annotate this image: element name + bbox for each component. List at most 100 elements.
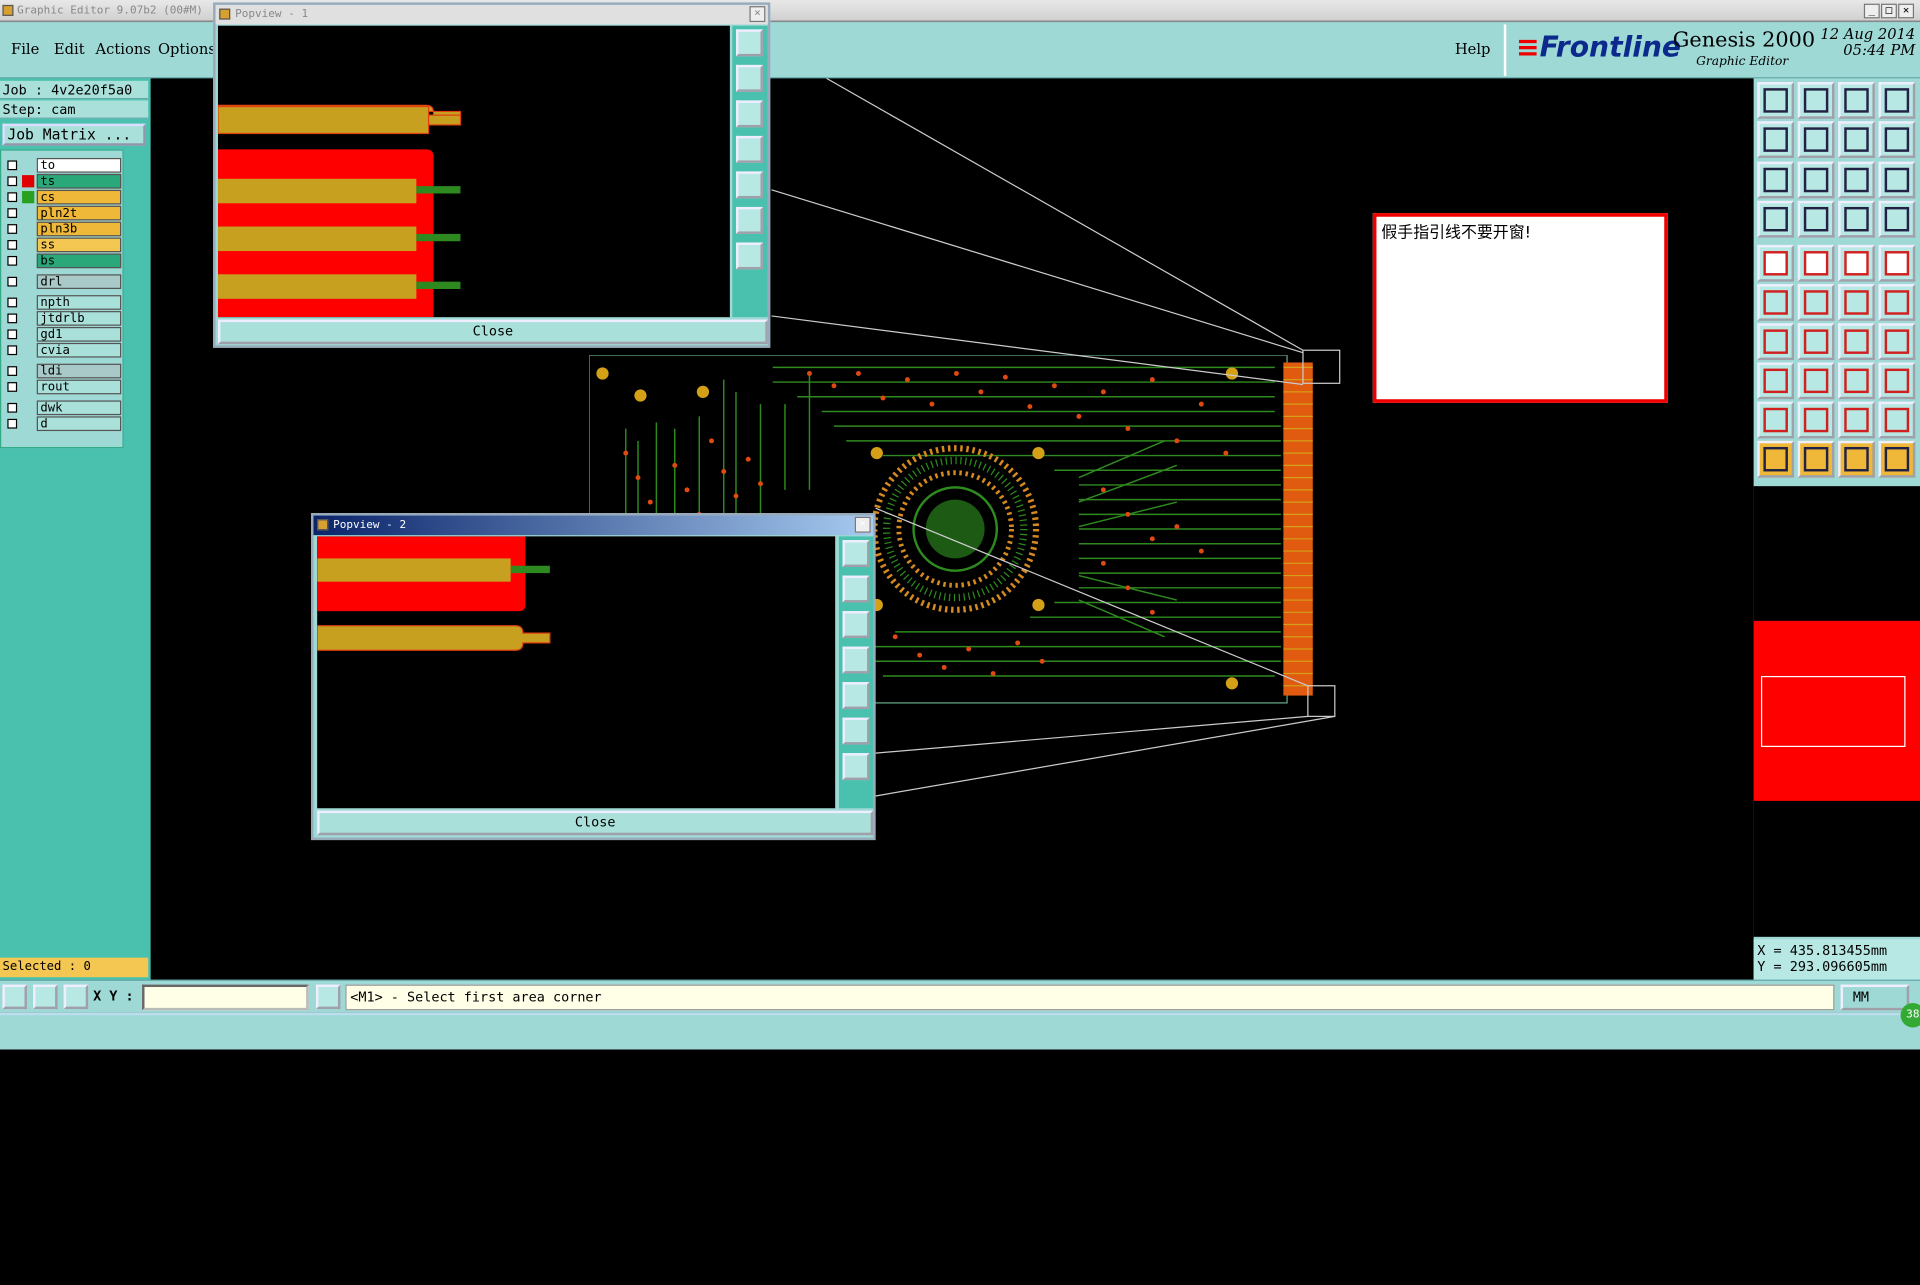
undo-icon[interactable]: [1757, 121, 1795, 158]
layer-name[interactable]: rout: [36, 379, 122, 395]
layer-row-pln3b[interactable]: pln3b: [4, 221, 122, 237]
xy-input[interactable]: [142, 984, 309, 1011]
menu-options[interactable]: Options: [157, 40, 216, 58]
zoom-in-icon[interactable]: [735, 206, 763, 234]
diagonal-icon[interactable]: [1797, 323, 1835, 361]
popview-2-view[interactable]: [317, 536, 836, 809]
layer-row-bs[interactable]: bs: [4, 253, 122, 269]
select-icon[interactable]: [1757, 440, 1795, 478]
layer-row-cs[interactable]: cs: [4, 189, 122, 205]
layer-checkbox[interactable]: [7, 192, 18, 203]
pan-down-icon[interactable]: [735, 100, 763, 128]
fill-icon[interactable]: [1878, 401, 1916, 439]
minimap-viewport[interactable]: [1760, 675, 1906, 748]
grid-toggle-icon[interactable]: [1797, 200, 1835, 238]
measure-icon[interactable]: [33, 984, 58, 1010]
menu-help[interactable]: Help: [1454, 40, 1491, 58]
layer-name[interactable]: dwk: [36, 400, 122, 416]
layer-row-dwk[interactable]: dwk: [4, 400, 122, 416]
navigator-minimap[interactable]: [1753, 486, 1920, 937]
layer-name[interactable]: jtdrlb: [36, 311, 122, 326]
layer-row-drl[interactable]: drl: [4, 274, 122, 290]
fit-icon[interactable]: [1757, 161, 1795, 199]
select-poly-icon[interactable]: [1838, 440, 1875, 478]
help-icon[interactable]: [1878, 161, 1916, 199]
popview-1-close-button[interactable]: Close: [217, 319, 768, 345]
layer-checkbox[interactable]: [7, 418, 18, 429]
layer-row-ldi[interactable]: ldi: [4, 363, 122, 379]
add-surface-icon[interactable]: [1797, 244, 1835, 282]
zoom-home-icon[interactable]: [735, 29, 763, 57]
line-icon[interactable]: [1757, 323, 1795, 361]
layer-name[interactable]: to: [36, 157, 122, 173]
outline-icon[interactable]: [1838, 401, 1875, 439]
menu-edit[interactable]: Edit: [53, 40, 85, 58]
home-icon[interactable]: [1838, 82, 1875, 119]
layer-name[interactable]: cs: [36, 189, 122, 205]
layer-row-d[interactable]: d: [4, 416, 122, 432]
pan-down-icon[interactable]: [842, 611, 870, 639]
pan-up-icon[interactable]: [842, 575, 870, 603]
popview-1-close-icon[interactable]: ×: [749, 6, 766, 23]
cross-icon[interactable]: [1797, 284, 1835, 321]
pan-left-icon[interactable]: [842, 646, 870, 674]
popview-2-titlebar[interactable]: Popview - 2×: [313, 515, 874, 536]
layer-row-gd1[interactable]: gd1: [4, 326, 122, 342]
layer-row-jtdrlb[interactable]: jtdrlb: [4, 311, 122, 326]
add-pad-icon[interactable]: [1757, 244, 1795, 282]
split-icon[interactable]: [1878, 323, 1916, 361]
step-icon[interactable]: [1878, 121, 1916, 158]
minimize-button[interactable]: _: [1863, 3, 1880, 19]
layer-name[interactable]: npth: [36, 295, 122, 310]
swap-icon[interactable]: [1838, 121, 1875, 158]
layer-row-cvia[interactable]: cvia: [4, 342, 122, 358]
save-icon[interactable]: [1797, 82, 1835, 119]
layer-name[interactable]: pln2t: [36, 205, 122, 221]
move-icon[interactable]: [1757, 362, 1795, 400]
copy-icon[interactable]: [1838, 362, 1875, 400]
select-area-icon[interactable]: [1797, 440, 1835, 478]
layer-checkbox[interactable]: [7, 382, 18, 392]
notification-badge[interactable]: 38: [1900, 1002, 1920, 1028]
connect-icon[interactable]: [1838, 284, 1875, 321]
popview-1-view[interactable]: [217, 25, 730, 318]
layer-icon[interactable]: [1878, 82, 1916, 119]
layer-checkbox[interactable]: [7, 313, 18, 324]
grid-icon[interactable]: [63, 984, 89, 1010]
snap-pad-icon[interactable]: [1838, 200, 1875, 238]
zoom-out-icon[interactable]: [735, 242, 763, 270]
pan-right-icon[interactable]: [842, 682, 870, 710]
zoom-out-icon[interactable]: [842, 753, 870, 781]
popview-1-titlebar[interactable]: Popview - 1×: [215, 4, 768, 25]
layer-name[interactable]: ts: [36, 173, 122, 189]
arc-icon[interactable]: [1838, 323, 1875, 361]
maximize-button[interactable]: □: [1880, 3, 1897, 19]
scale-icon[interactable]: [1838, 161, 1875, 199]
layer-checkbox[interactable]: [7, 276, 18, 287]
popview-2-close-button[interactable]: Close: [317, 810, 874, 836]
net-icon[interactable]: [1757, 284, 1795, 321]
pan-left-icon[interactable]: [735, 135, 763, 163]
layer-row-to[interactable]: to: [4, 157, 122, 173]
layer-checkbox[interactable]: [7, 329, 18, 340]
units-select[interactable]: MM: [1840, 984, 1910, 1011]
center-icon[interactable]: [1797, 161, 1835, 199]
layer-name[interactable]: gd1: [36, 326, 122, 342]
layer-checkbox[interactable]: [7, 224, 18, 234]
layer-name[interactable]: ldi: [36, 363, 122, 379]
menu-actions[interactable]: Actions: [95, 40, 151, 58]
layer-name[interactable]: d: [36, 416, 122, 432]
layer-name[interactable]: pln3b: [36, 221, 122, 237]
drill-icon[interactable]: [1878, 244, 1916, 282]
close-window-button[interactable]: ×: [1898, 3, 1915, 19]
route-icon[interactable]: [1878, 284, 1916, 321]
layer-checkbox[interactable]: [7, 160, 18, 171]
array-icon[interactable]: [1878, 362, 1916, 400]
properties-icon[interactable]: [1757, 200, 1795, 238]
zoom-home-icon[interactable]: [842, 540, 870, 567]
layer-name[interactable]: bs: [36, 253, 122, 269]
layer-row-ts[interactable]: ts: [4, 173, 122, 189]
select-net-icon[interactable]: [1878, 440, 1916, 478]
triangle-icon[interactable]: [1757, 401, 1795, 439]
layer-checkbox[interactable]: [7, 240, 18, 250]
